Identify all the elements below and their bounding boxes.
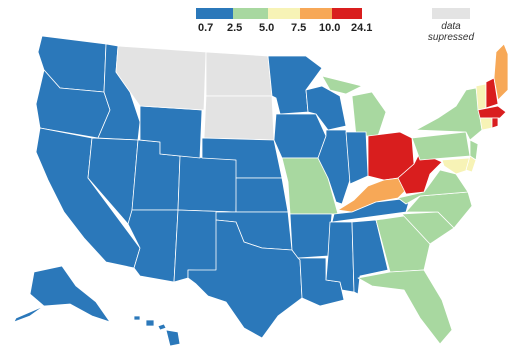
legend-label-2: 2.5 (227, 22, 243, 34)
state-michigan-upper (321, 75, 363, 95)
legend-label-1: 0.7 (198, 22, 214, 34)
legend-swatch-4 (300, 8, 332, 19)
state-michigan (351, 91, 387, 137)
legend-swatch-1 (196, 8, 233, 19)
state-new-york (415, 87, 483, 141)
legend-label-5: 10.0 (319, 22, 341, 34)
state-texas (187, 219, 303, 339)
state-massachusetts (477, 105, 507, 119)
state-maine (493, 43, 508, 101)
state-maryland (441, 157, 471, 175)
state-hawaii-3 (157, 323, 167, 331)
legend: 0.7 2.5 5.0 7.5 10.0 24.1 data supressed (196, 8, 496, 48)
legend-swatch-3 (268, 8, 300, 19)
state-connecticut (479, 117, 493, 131)
state-hawaii-4 (165, 329, 181, 347)
state-rhode-island (491, 117, 499, 129)
state-west-virginia (397, 151, 443, 195)
legend-swatch-5 (332, 8, 362, 19)
state-arkansas (289, 213, 333, 259)
state-kansas (235, 177, 289, 213)
legend-suppressed-label-2: supressed (427, 32, 475, 43)
state-colorado (177, 155, 239, 213)
state-pennsylvania (411, 131, 471, 161)
legend-label-6: 24.1 (351, 22, 373, 34)
state-virginia (397, 169, 469, 205)
state-north-dakota (205, 51, 273, 97)
state-new-jersey (469, 139, 479, 161)
legend-suppressed-label: data (441, 21, 461, 32)
state-wisconsin (305, 85, 347, 131)
state-florida (357, 269, 453, 345)
state-hawaii-1 (133, 315, 141, 321)
state-alaska-islands (13, 305, 45, 323)
state-south-dakota (203, 95, 275, 141)
legend-label-3: 5.0 (259, 22, 275, 34)
legend-label-4: 7.5 (291, 22, 307, 34)
state-vermont (475, 83, 487, 111)
state-louisiana (297, 257, 345, 307)
state-iowa (273, 113, 327, 159)
legend-suppressed-swatch (432, 8, 470, 19)
state-alaska (29, 265, 111, 323)
state-hawaii-2 (145, 319, 155, 327)
state-indiana (345, 131, 369, 185)
legend-swatch-2 (233, 8, 268, 19)
